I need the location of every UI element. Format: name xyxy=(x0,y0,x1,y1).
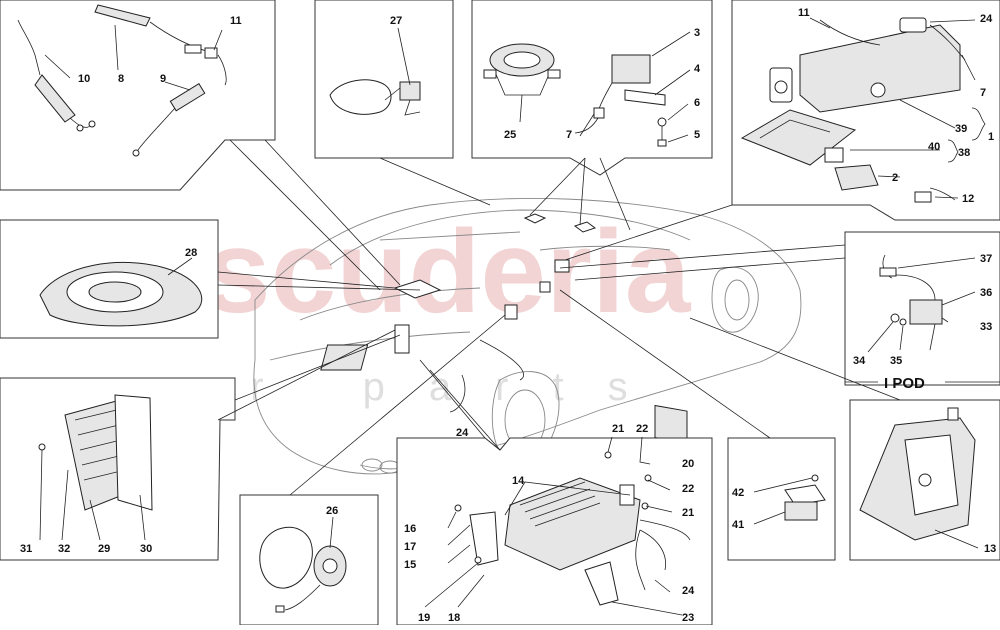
callout-34: 34 xyxy=(853,355,866,367)
callout-39: 39 xyxy=(955,123,967,135)
callout-26: 26 xyxy=(326,505,338,517)
panel-small-bracket xyxy=(727,437,836,561)
callout-28: 28 xyxy=(185,247,197,259)
callout-40: 40 xyxy=(928,141,940,153)
callout-27: 27 xyxy=(390,15,402,27)
ipod-holder-art xyxy=(859,407,976,541)
callout-5: 5 xyxy=(694,129,700,141)
callout-36: 36 xyxy=(980,287,992,299)
watermark-main: scuderia xyxy=(205,206,692,338)
callout-7-head-unit: 7 xyxy=(980,87,986,99)
callout-25: 25 xyxy=(504,129,516,141)
callout-4: 4 xyxy=(694,63,701,75)
callout-24-head-unit: 24 xyxy=(980,13,993,25)
callout-10: 10 xyxy=(78,73,90,85)
callout-1: 1 xyxy=(988,131,994,143)
callout-8: 8 xyxy=(118,73,124,85)
callout-18: 18 xyxy=(448,612,460,624)
callout-31: 31 xyxy=(20,543,32,555)
antenna-cables-art xyxy=(17,4,227,157)
ipod-art xyxy=(879,254,943,351)
callout-20: 20 xyxy=(682,458,694,470)
callout-37: 37 xyxy=(980,253,992,265)
callout-13: 13 xyxy=(984,543,996,555)
callout-9: 9 xyxy=(160,73,166,85)
callout-30: 30 xyxy=(140,543,152,555)
panel-antenna-cables xyxy=(0,0,276,191)
callout-19: 19 xyxy=(418,612,430,624)
callout-24-center: 24 xyxy=(456,427,469,439)
tweeter-art xyxy=(259,526,347,613)
callout-22-top: 22 xyxy=(636,423,648,435)
callout-23: 23 xyxy=(682,612,694,624)
speaker-antenna-art xyxy=(483,43,667,147)
amplifier-side-art xyxy=(38,394,153,511)
callout-29: 29 xyxy=(98,543,110,555)
callout-35: 35 xyxy=(890,355,902,367)
ipod-section-title: I POD xyxy=(884,375,925,392)
head-unit-art xyxy=(740,17,966,203)
callout-22-mid: 22 xyxy=(682,483,694,495)
callout-7-speaker: 7 xyxy=(566,129,572,141)
callout-2: 2 xyxy=(892,172,898,184)
callout-11-top-left: 11 xyxy=(230,15,242,27)
callout-41: 41 xyxy=(732,519,744,531)
small-bracket-art xyxy=(784,474,826,521)
callout-32: 32 xyxy=(58,543,70,555)
callout-21-mid: 21 xyxy=(682,507,694,519)
woofer-art xyxy=(39,262,203,327)
amplifier-mount-art xyxy=(454,451,691,606)
panel-speaker-antenna xyxy=(471,0,713,176)
callout-14: 14 xyxy=(512,475,525,487)
callout-15: 15 xyxy=(404,559,416,571)
callout-21-top: 21 xyxy=(612,423,624,435)
callout-12: 12 xyxy=(962,193,974,205)
callout-16: 16 xyxy=(404,523,416,535)
callout-6: 6 xyxy=(694,97,700,109)
callout-17: 17 xyxy=(404,541,416,553)
callout-42: 42 xyxy=(732,487,744,499)
callout-24-mount: 24 xyxy=(682,585,695,597)
mirror-art xyxy=(329,79,421,116)
callout-3: 3 xyxy=(694,27,700,39)
panel-mirror xyxy=(314,0,454,159)
callout-38: 38 xyxy=(958,147,970,159)
leader-lines xyxy=(217,139,901,496)
callout-33: 33 xyxy=(980,321,992,333)
callout-11-head-unit: 11 xyxy=(798,7,810,19)
